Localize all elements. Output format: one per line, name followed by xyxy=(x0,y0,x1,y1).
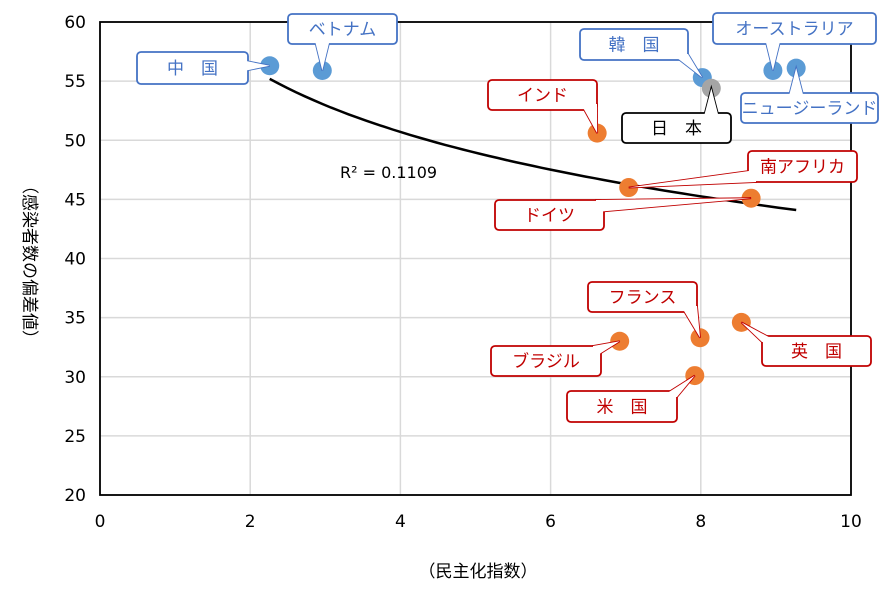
x-axis-title: （民主化指数） xyxy=(419,562,538,582)
data-label-callout: ドイツ xyxy=(494,197,752,231)
y-tick-label: 30 xyxy=(64,368,86,388)
data-label-callout: 米 国 xyxy=(566,374,696,423)
callout-box xyxy=(587,281,698,313)
callout-pointer-fill xyxy=(764,38,781,71)
callout-box xyxy=(747,150,858,183)
callout-pointer-fill xyxy=(681,306,701,338)
callout-box xyxy=(566,390,678,423)
y-axis-title: （感染者数の偏差値） xyxy=(19,177,39,347)
y-tick-label: 50 xyxy=(64,131,86,151)
x-tick-label: 10 xyxy=(840,512,862,532)
data-label-callout: 日 本 xyxy=(621,84,732,144)
callout-box xyxy=(494,199,605,231)
data-label-callout: 韓 国 xyxy=(579,28,704,79)
callout-pointer-fill xyxy=(596,198,752,212)
data-label: 米 国 xyxy=(597,398,648,418)
data-label: 南アフリカ xyxy=(760,158,845,178)
data-label: ドイツ xyxy=(524,206,575,226)
data-label-callout: ベトナム xyxy=(287,13,398,71)
x-tick-label: 6 xyxy=(545,512,556,532)
tick-labels: 20 25 30 35 40 45 50 55 60 0 2 4 6 8 10 xyxy=(64,13,861,532)
data-label-callout: インド xyxy=(487,79,599,134)
data-label: 英 国 xyxy=(791,342,842,362)
data-label-callout: フランス xyxy=(587,281,701,339)
callout-pointer-fill xyxy=(703,88,720,119)
data-label: ニュージーランド xyxy=(742,99,878,119)
y-tick-label: 55 xyxy=(64,72,86,92)
callout-box xyxy=(740,92,879,124)
callout-pointer-fill xyxy=(661,375,695,397)
plot-area-border xyxy=(99,21,852,496)
trendline-path xyxy=(269,77,797,212)
data-label: フランス xyxy=(609,288,677,308)
x-tick-label: 2 xyxy=(245,512,256,532)
y-tick-label: 45 xyxy=(64,190,86,210)
callout-box xyxy=(287,13,398,45)
y-tick-label: 60 xyxy=(64,13,86,33)
callout-box xyxy=(621,112,732,144)
x-tick-label: 4 xyxy=(395,512,406,532)
callout-pointer-fill xyxy=(628,170,756,188)
callout-pointer-fill xyxy=(788,68,805,99)
callout-box xyxy=(579,28,689,61)
callout-pointer-fill xyxy=(741,322,778,342)
callout-pointer-fill xyxy=(581,104,598,134)
callout-box xyxy=(487,79,598,111)
grid xyxy=(99,21,852,496)
data-label-callout: 南アフリカ xyxy=(628,150,858,189)
callout-box xyxy=(712,12,877,45)
y-tick-label: 35 xyxy=(64,309,86,329)
callout-pointer-fill xyxy=(672,54,703,78)
data-label: 日 本 xyxy=(651,119,702,139)
y-tick-label: 25 xyxy=(64,427,86,447)
x-tick-label: 8 xyxy=(695,512,706,532)
y-tick-label: 20 xyxy=(64,486,86,506)
data-label-callout: 英 国 xyxy=(740,321,872,367)
data-label: 中 国 xyxy=(167,59,218,79)
data-label-callout: ニュージーランド xyxy=(740,64,879,124)
callout-pointer-fill xyxy=(314,38,331,71)
callout-pointer-fill xyxy=(240,59,270,72)
callout-box xyxy=(490,345,602,377)
callout-box xyxy=(761,335,872,367)
callout-pointer-fill xyxy=(593,341,620,358)
x-tick-label: 0 xyxy=(95,512,106,532)
y-tick-label: 40 xyxy=(64,250,86,270)
data-label: オーストラリア xyxy=(735,20,853,40)
data-label: ベトナム xyxy=(309,20,377,40)
data-label: ブラジル xyxy=(512,351,580,372)
trendline xyxy=(269,77,797,212)
data-label: 韓 国 xyxy=(609,36,660,56)
data-label-callout: オーストラリア xyxy=(712,12,877,71)
data-label: インド xyxy=(517,86,568,106)
r2-label: R² = 0.1109 xyxy=(340,163,437,182)
data-label-callout: ブラジル xyxy=(490,340,621,377)
data-label-callout: 中 国 xyxy=(136,51,270,85)
